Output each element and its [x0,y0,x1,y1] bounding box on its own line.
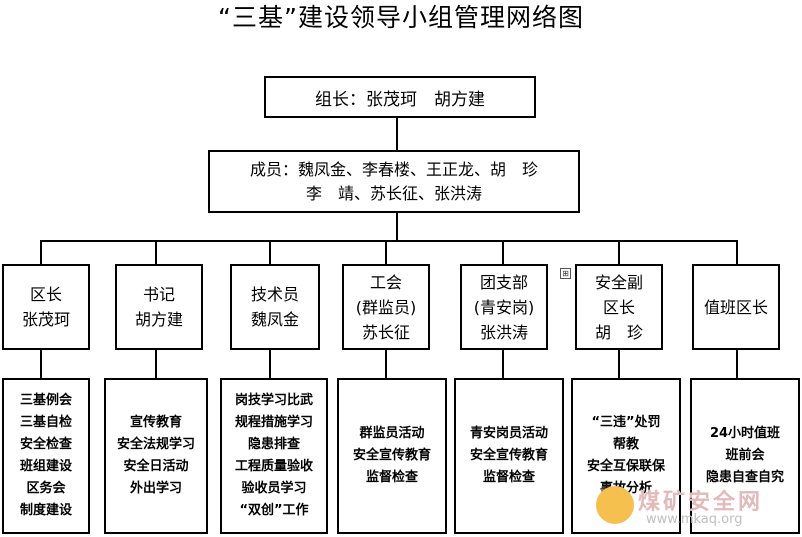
duty-item: 帮教 [612,437,639,452]
duty-item: 安全日活动 [123,459,189,474]
role-box-union: 工会 (群监员) 苏长征 [342,264,430,350]
watermark-text: 煤矿安全网 [638,489,764,515]
page-title: “三基”建设领导小组管理网络图 [218,3,584,32]
duty-item: 监督检查 [365,470,418,485]
duty-item: 验收员学习 [241,481,307,496]
duty-item: 工程质量验收 [234,459,313,474]
duty-box-union: 群监员活动 安全宣传教育 监督检查 [337,378,447,534]
role-person: 张茂珂 [21,310,70,329]
role-box-technician: 技术员 魏凤金 [230,264,320,350]
role-person: 张洪涛 [479,322,528,342]
duty-item: 安全检查 [19,437,72,452]
watermark-url: www.mkaq.org [646,512,743,527]
connector-drop-4 [385,240,387,264]
role-title: 安全副 [594,272,643,292]
role-person: 胡方建 [134,310,183,329]
role-box-safety-deputy: 安全副 区长 胡 珍 [575,264,663,350]
connector-duty-1 [40,350,42,378]
leader-box: 组长：张茂珂 胡方建 [264,76,536,118]
connector-duty-5 [502,350,504,378]
connector-horizontal-bus [40,240,738,242]
duty-box-duty-head: 24小时值班 班前会 隐患自查自究 [690,378,800,534]
duty-item: 24小时值班 [709,426,781,441]
role-person: 胡 珍 [594,322,643,342]
duty-item: 安全宣传教育 [469,448,548,463]
role-box-youth-league: 团支部 (青安岗) 张洪涛 [460,264,548,350]
duty-item: “双创”工作 [239,503,309,518]
duty-item: 隐患自查自究 [705,470,784,485]
role-subtitle: (群监员) [355,297,417,317]
members-line-1: 成员：魏凤金、李春楼、王正龙、胡 珍 [249,159,538,179]
connector-duty-4 [385,350,387,378]
duty-item: 安全互保联保 [586,459,665,474]
duty-item: 岗技学习比武 [234,393,313,408]
duty-box-secretary: 宣传教育 安全法规学习 安全日活动 外出学习 [104,378,208,534]
role-person: 苏长征 [361,322,410,342]
site-watermark: 煤矿安全网 www.mkaq.org [596,484,802,537]
connector-duty-2 [155,350,157,378]
role-box-duty-head: 值班区长 [692,264,780,350]
duty-box-district-head: 三基例会 三基自检 安全检查 班组建设 区务会 制度建设 [2,378,90,534]
duty-item: 隐患排查 [247,437,300,452]
members-box: 成员：魏凤金、李春楼、王正龙、胡 珍 李 靖、苏长征、张洪涛 [208,150,580,213]
duty-item: 班组建设 [19,459,72,474]
duty-item: 安全宣传教育 [352,448,431,463]
role-person: 魏凤金 [250,310,299,329]
duty-item: 宣传教育 [129,415,182,430]
connector-duty-3 [269,350,271,378]
role-box-district-head: 区长 张茂珂 [2,264,90,350]
duty-item: 安全法规学习 [116,437,195,452]
connector-leader-members [396,118,398,150]
duty-item: 青安岗员活动 [469,426,548,441]
connector-drop-3 [269,240,271,264]
role-box-secretary: 书记 胡方建 [115,264,203,350]
duty-item: 群监员活动 [359,426,425,441]
duty-item: 三基自检 [19,415,72,430]
role-title: 值班区长 [703,297,768,317]
role-subtitle: 区长 [602,297,635,317]
duty-item: 监督检查 [482,470,535,485]
role-title: 书记 [142,285,175,304]
duty-box-technician: 岗技学习比武 规程措施学习 隐患排查 工程质量验收 验收员学习 “双创”工作 [220,378,328,534]
duty-item: 制度建设 [19,503,72,518]
duty-item: 三基例会 [19,393,72,408]
connector-members-bus [396,213,398,241]
connector-drop-1 [40,240,42,264]
role-title: 区长 [29,285,62,304]
role-subtitle: (青安岗) [473,297,535,317]
leader-text: 组长：张茂珂 胡方建 [315,89,485,110]
role-title: 工会 [369,272,402,292]
connector-drop-2 [155,240,157,264]
connector-drop-7 [736,240,738,264]
connector-drop-6 [618,240,620,264]
duty-item: “三违”处罚 [591,415,661,430]
duty-item: 规程措施学习 [234,415,313,430]
mine-logo-icon [596,486,634,524]
duty-item: 区务会 [26,481,66,496]
duty-item: 外出学习 [129,481,182,496]
role-title: 团支部 [479,272,528,292]
duty-item: 班前会 [725,448,765,463]
members-line-2: 李 靖、苏长征、张洪涛 [305,183,482,203]
role-title: 技术员 [250,285,299,304]
connector-duty-7 [736,350,738,378]
connector-duty-6 [618,350,620,378]
connector-drop-5 [502,240,504,264]
expand-icon: ⊞ [560,268,571,279]
duty-box-youth-league: 青安岗员活动 安全宣传教育 监督检查 [454,378,564,534]
